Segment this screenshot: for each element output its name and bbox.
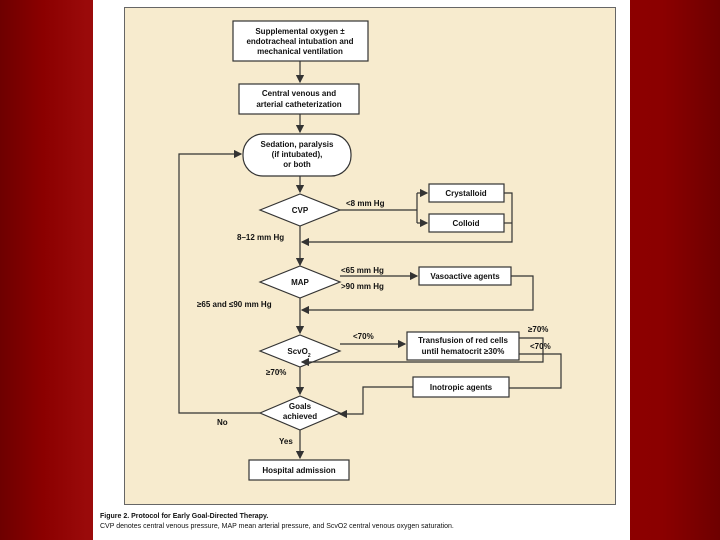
fluid-return-line xyxy=(300,192,513,247)
scvo2-diamond xyxy=(258,334,342,368)
supplemental-oxygen-box xyxy=(232,20,369,62)
goals-line-1: Goals xyxy=(289,402,312,411)
transfusion-line-1: Transfusion of red cells xyxy=(418,336,508,345)
scvo2-low-label: <70% xyxy=(353,332,374,341)
cvp-ok-label: 8–12 mm Hg xyxy=(237,233,284,242)
sedation-line-1: Sedation, paralysis xyxy=(261,140,334,149)
inotropic-label: Inotropic agents xyxy=(430,383,493,392)
no-label: No xyxy=(217,418,228,427)
map-label: MAP xyxy=(291,278,309,287)
flowchart: Supplemental oxygen ± endotracheal intub… xyxy=(178,20,562,481)
yes-label: Yes xyxy=(279,437,293,446)
goals-line-2: achieved xyxy=(283,412,317,421)
scvo2-label: ScvO2 xyxy=(287,347,310,359)
sedation-box xyxy=(242,133,352,177)
transfusion-ok-label: ≥70% xyxy=(528,325,548,334)
vasoactive-label: Vasoactive agents xyxy=(430,272,500,281)
map-diamond xyxy=(258,265,342,299)
sedation-line-2: (if intubated), xyxy=(272,150,323,159)
map-ok-label: ≥65 and ≤90 mm Hg xyxy=(197,300,272,309)
start-line-1: Supplemental oxygen ± xyxy=(255,27,345,36)
goals-diamond xyxy=(258,395,342,431)
figure-caption: Figure 2. Protocol for Early Goal-Direct… xyxy=(100,512,620,532)
catheter-line-2: arterial catheterization xyxy=(256,100,341,109)
catheter-line-1: Central venous and xyxy=(262,89,336,98)
catheterization-box xyxy=(238,83,360,115)
no-loop-line xyxy=(178,149,260,414)
map-low-label: <65 mm Hg xyxy=(341,266,384,275)
cvp-low-label: <8 mm Hg xyxy=(346,199,385,208)
transfusion-line-2: until hematocrit ≥30% xyxy=(422,347,505,356)
caption-title: Figure 2. Protocol for Early Goal-Direct… xyxy=(100,513,269,520)
start-line-2: endotracheal intubation and xyxy=(246,37,353,46)
caption-text: CVP denotes central venous pressure, MAP… xyxy=(100,523,454,530)
admission-label: Hospital admission xyxy=(262,466,335,475)
scvo2-ok-label: ≥70% xyxy=(266,368,286,377)
vasoactive-return-line xyxy=(300,275,534,315)
start-line-3: mechanical ventilation xyxy=(257,47,343,56)
inotropic-return-line xyxy=(338,386,413,419)
map-high-label: >90 mm Hg xyxy=(341,282,384,291)
cvp-label: CVP xyxy=(292,206,309,215)
colloid-label: Colloid xyxy=(452,219,479,228)
transfusion-box xyxy=(406,331,520,361)
crystalloid-label: Crystalloid xyxy=(445,189,486,198)
sedation-line-3: or both xyxy=(283,160,311,169)
transfusion-low-label: <70% xyxy=(530,342,551,351)
hospital-admission-box xyxy=(248,459,350,481)
figure-panel: Supplemental oxygen ± endotracheal intub… xyxy=(124,7,616,505)
transfusion-ok-return-line xyxy=(300,337,544,367)
